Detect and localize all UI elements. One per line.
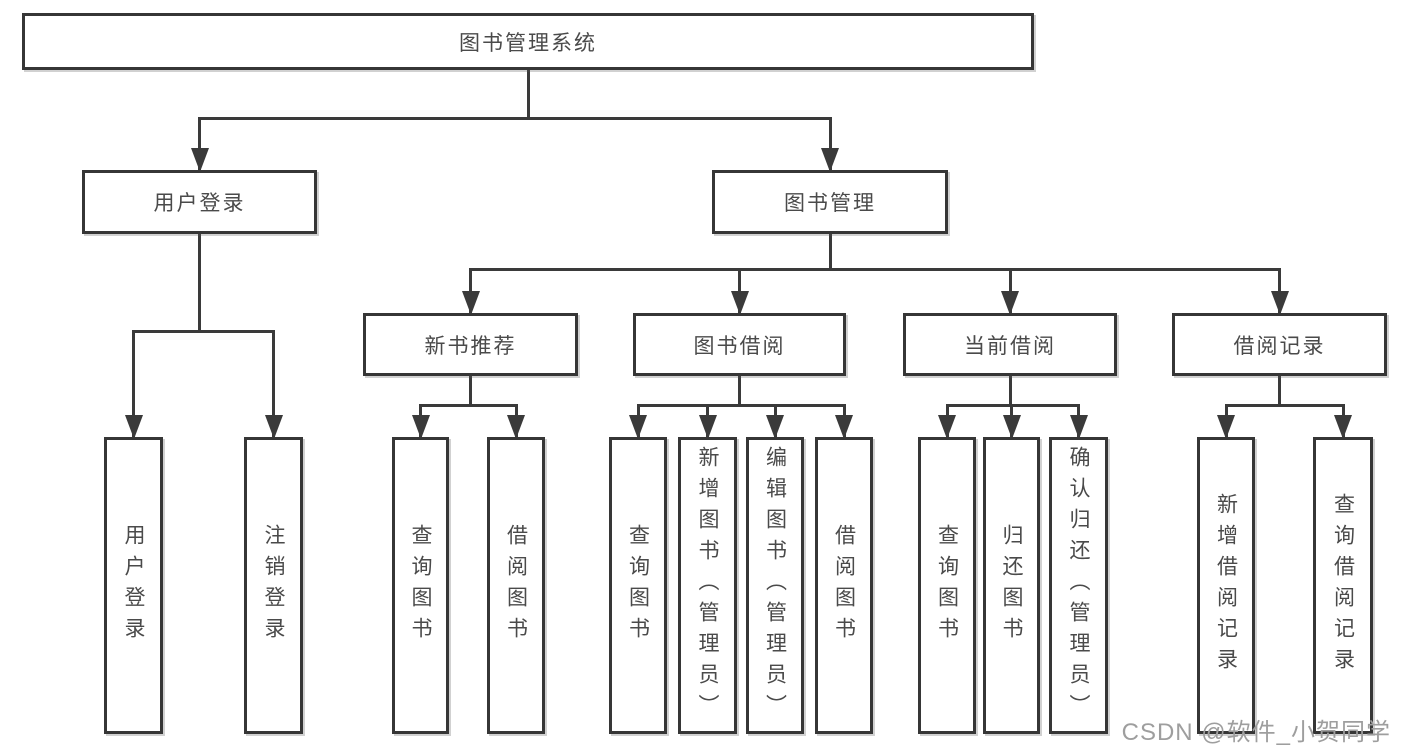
arrowhead-icon [507, 415, 525, 439]
arrowhead-icon [821, 148, 839, 172]
node-borrow-records: 借阅记录 [1172, 313, 1387, 376]
node-leaf-query-book-3: 查询图书 [918, 437, 976, 734]
connector-line [1008, 268, 1012, 313]
node-leaf-borrow-book-2: 借阅图书 [815, 437, 873, 734]
node-leaf-edit-book: 编辑图书（管理员） [746, 437, 804, 734]
node-label: 查询图书 [935, 523, 959, 648]
node-label: 查询图书 [409, 523, 432, 648]
node-label: 查询借阅记录 [1331, 492, 1355, 679]
node-leaf-query-book-1: 查询图书 [392, 437, 449, 734]
arrowhead-icon [1001, 291, 1019, 315]
connector-line [419, 404, 518, 407]
arrowhead-icon [411, 415, 430, 439]
connector-line [1224, 404, 1345, 407]
connector-line [198, 117, 201, 170]
node-leaf-logout: 注销登录 [244, 437, 303, 734]
connector-line [1278, 268, 1281, 313]
arrowhead-icon [730, 291, 749, 315]
connector-line [469, 268, 1281, 271]
arrowhead-icon [938, 415, 956, 439]
connector-line [1278, 376, 1281, 407]
node-label: 图书管理 [784, 192, 876, 215]
node-book-mgmt-module: 图书管理 [712, 170, 948, 234]
node-label: 确认归还（管理员） [1067, 446, 1090, 725]
connector-line [198, 234, 201, 333]
connector-line [738, 376, 741, 407]
node-label: 注销登录 [262, 523, 285, 648]
node-label: 图书管理系统 [459, 31, 597, 55]
node-label: 借阅图书 [504, 523, 528, 648]
connector-line [828, 234, 832, 271]
node-leaf-query-record: 查询借阅记录 [1313, 437, 1373, 734]
arrowhead-icon [1270, 291, 1289, 315]
arrowhead-icon [190, 148, 209, 172]
node-leaf-query-book-2: 查询图书 [609, 437, 667, 734]
node-book-borrow: 图书借阅 [633, 313, 846, 376]
node-label: 编辑图书（管理员） [763, 446, 787, 725]
node-leaf-return-book: 归还图书 [983, 437, 1040, 734]
arrowhead-icon [1334, 415, 1352, 439]
node-leaf-user-login: 用户登录 [104, 437, 163, 734]
csdn-watermark: CSDN @软件_小贺同学 [1121, 719, 1391, 746]
node-label: 用户登录 [153, 192, 246, 215]
node-leaf-add-record: 新增借阅记录 [1197, 437, 1255, 734]
arrowhead-icon [1069, 415, 1088, 439]
connector-line [738, 268, 741, 313]
node-leaf-confirm-return: 确认归还（管理员） [1049, 437, 1108, 734]
arrowhead-icon [461, 291, 480, 315]
node-label: 用户登录 [122, 523, 145, 648]
connector-line [526, 70, 530, 120]
connector-line [198, 117, 832, 120]
node-label: 借阅图书 [832, 523, 856, 648]
arrowhead-icon [629, 415, 647, 439]
arrowhead-icon [1002, 415, 1021, 439]
node-leaf-borrow-book-1: 借阅图书 [487, 437, 545, 734]
arrowhead-icon [124, 415, 143, 439]
connector-line [828, 117, 832, 170]
node-user-login-module: 用户登录 [82, 170, 317, 234]
connector-line [1008, 376, 1012, 407]
node-current-borrow: 当前借阅 [903, 313, 1117, 376]
node-label: 新增图书（管理员） [696, 446, 719, 725]
arrowhead-icon [835, 415, 853, 439]
node-label: 新增借阅记录 [1214, 492, 1238, 679]
arrowhead-icon [1217, 415, 1235, 439]
connector-line [132, 330, 135, 437]
connector-line [469, 268, 472, 313]
node-label: 查询图书 [626, 523, 650, 648]
node-new-book-rec: 新书推荐 [363, 313, 578, 376]
connector-line [469, 376, 472, 407]
arrowhead-icon [766, 415, 784, 439]
connector-line [272, 330, 275, 437]
connector-line [132, 330, 275, 333]
node-label: 借阅记录 [1233, 334, 1326, 358]
node-label: 新书推荐 [424, 334, 517, 358]
node-label: 图书借阅 [693, 334, 786, 358]
arrowhead-icon [698, 415, 717, 439]
node-label: 当前借阅 [964, 334, 1056, 358]
node-label: 归还图书 [1000, 523, 1023, 648]
connector-line [636, 404, 846, 407]
node-leaf-add-book: 新增图书（管理员） [678, 437, 737, 734]
node-root: 图书管理系统 [22, 13, 1034, 70]
arrowhead-icon [264, 415, 283, 439]
